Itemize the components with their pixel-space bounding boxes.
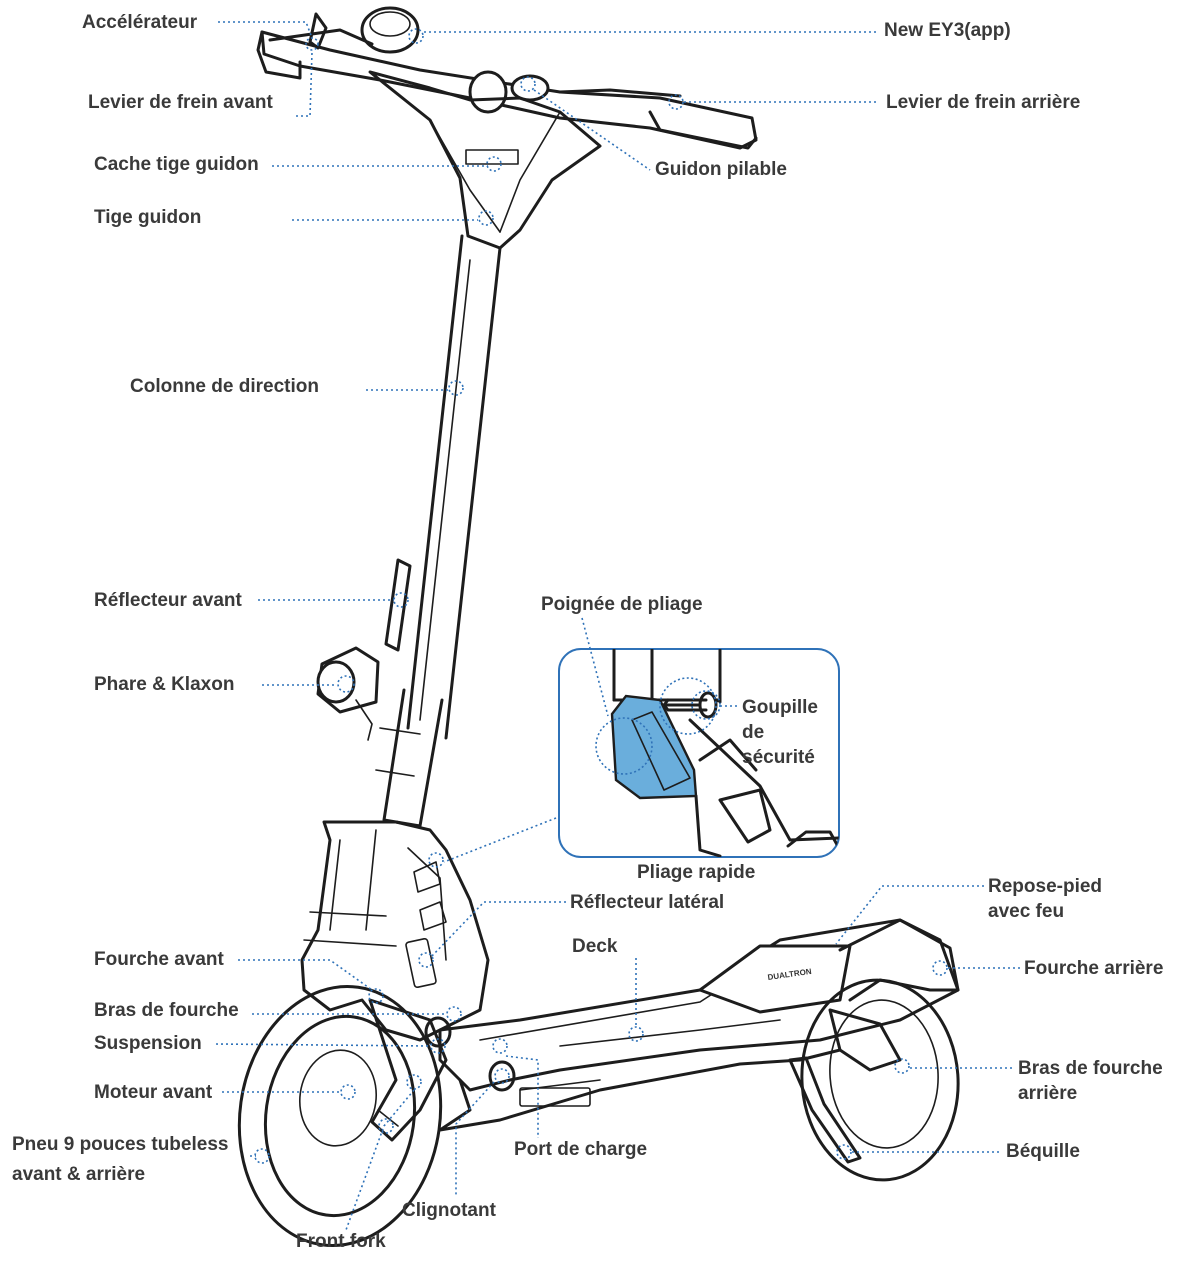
markers: [254, 28, 948, 1164]
label-reflecteur-avant: Réflecteur avant: [94, 590, 242, 611]
label-front-fork: Front fork: [296, 1231, 386, 1252]
label-guidon-pilable: Guidon pilable: [655, 159, 787, 180]
label-repose-pied: Repose-pied avec feu: [988, 876, 1103, 922]
label-fourche-arriere: Fourche arrière: [1024, 958, 1164, 979]
label-pliage-rapide: Pliage rapide: [637, 862, 756, 883]
label-clignotant: Clignotant: [402, 1200, 496, 1221]
label-phare-klaxon: Phare & Klaxon: [94, 674, 235, 695]
label-pneu: Pneu 9 pouces tubeless avant & arrière: [12, 1134, 229, 1185]
label-suspension: Suspension: [94, 1033, 202, 1054]
label-tige-guidon: Tige guidon: [94, 207, 202, 228]
label-new-ey3: New EY3(app): [884, 20, 1011, 41]
label-goupille-securite: Goupille de sécurité: [742, 697, 818, 768]
label-bras-fourche-arriere: Bras de fourche arrière: [1018, 1058, 1163, 1104]
label-accelerateur: Accélérateur: [82, 12, 198, 33]
inset-quick-folding: [558, 648, 840, 858]
label-colonne-direction: Colonne de direction: [130, 376, 319, 397]
label-cache-tige-guidon: Cache tige guidon: [94, 154, 259, 175]
label-poignee-pliage: Poignée de pliage: [541, 594, 703, 615]
label-levier-frein-arriere: Levier de frein arrière: [886, 92, 1081, 113]
leader-lines: [215, 21, 1022, 1231]
label-bequille: Béquille: [1006, 1141, 1080, 1162]
label-fourche-avant: Fourche avant: [94, 949, 224, 970]
label-bras-fourche: Bras de fourche: [94, 1000, 239, 1021]
scooter-drawing: DUALTRON: [237, 6, 960, 1247]
label-moteur-avant: Moteur avant: [94, 1082, 213, 1103]
label-port-charge: Port de charge: [514, 1139, 648, 1160]
label-reflecteur-lateral: Réflecteur latéral: [570, 892, 725, 913]
label-deck: Deck: [572, 936, 618, 957]
label-levier-frein-avant: Levier de frein avant: [88, 92, 273, 113]
